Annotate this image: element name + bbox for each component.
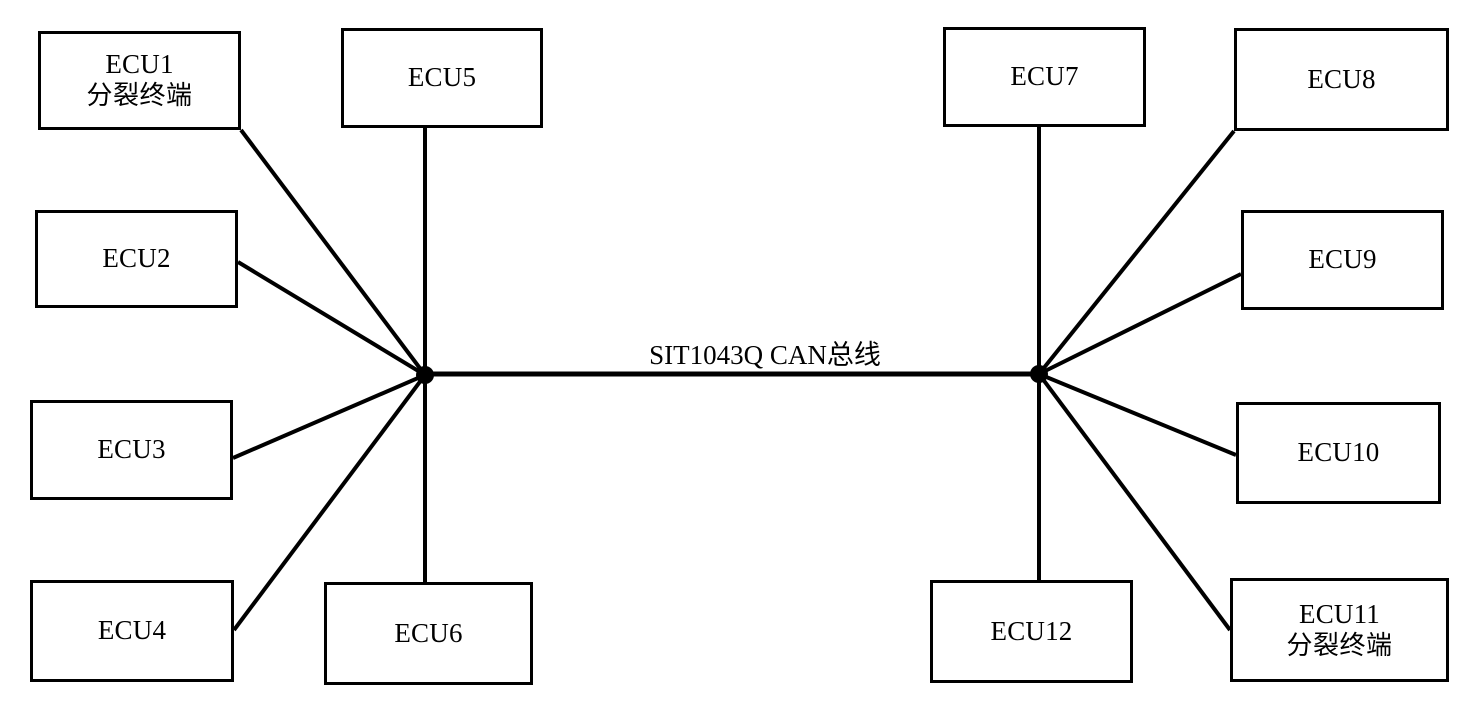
- link-ecu3-to-left-junction: [232, 373, 426, 460]
- ecu-sublabel-ecu11: 分裂终端: [1286, 630, 1393, 661]
- ecu-label-ecu2: ECU2: [102, 243, 171, 274]
- ecu-box-ecu8[interactable]: ECU8: [1234, 28, 1449, 131]
- ecu-box-ecu6[interactable]: ECU6: [324, 582, 533, 685]
- ecu-label-ecu12: ECU12: [990, 615, 1073, 646]
- ecu-box-ecu4[interactable]: ECU4: [30, 580, 234, 682]
- ecu-label-ecu3: ECU3: [97, 434, 166, 465]
- ecu-label-ecu9: ECU9: [1308, 244, 1377, 275]
- right-junction-dot: [1030, 365, 1048, 383]
- ecu-box-ecu2[interactable]: ECU2: [35, 210, 238, 308]
- bus-label: SIT1043Q CAN总线: [649, 340, 881, 370]
- ecu-label-ecu5: ECU5: [407, 62, 477, 93]
- ecu-label-ecu10: ECU10: [1297, 437, 1380, 468]
- link-ecu2-to-left-junction: [236, 260, 427, 377]
- ecu-box-ecu12[interactable]: ECU12: [930, 580, 1133, 683]
- link-group: [232, 127, 1242, 632]
- ecu-sublabel-ecu1: 分裂终端: [86, 81, 193, 112]
- ecu-label-ecu7: ECU7: [1010, 61, 1079, 92]
- ecu-box-ecu7[interactable]: ECU7: [943, 27, 1146, 127]
- ecu-label-ecu11: ECU11: [1299, 598, 1380, 629]
- ecu-label-ecu6: ECU6: [394, 617, 463, 648]
- ecu-box-ecu10[interactable]: ECU10: [1236, 402, 1441, 504]
- ecu-box-ecu9[interactable]: ECU9: [1241, 210, 1444, 310]
- link-ecu10-to-right-junction: [1038, 372, 1237, 457]
- link-ecu11-to-right-junction: [1037, 372, 1232, 632]
- junction-dot-group: [416, 365, 1048, 384]
- ecu-label-ecu8: ECU8: [1307, 63, 1376, 94]
- ecu-label-ecu1: ECU1: [105, 49, 174, 80]
- link-ecu1-to-left-junction: [239, 128, 427, 377]
- left-junction-dot: [416, 366, 434, 384]
- ecu-box-ecu5[interactable]: ECU5: [341, 28, 543, 128]
- link-ecu9-to-right-junction: [1038, 272, 1242, 376]
- link-ecu4-to-left-junction: [232, 373, 427, 632]
- ecu-label-ecu4: ECU4: [97, 615, 167, 646]
- link-ecu8-to-right-junction: [1037, 129, 1236, 376]
- ecu-box-ecu3[interactable]: ECU3: [30, 400, 233, 500]
